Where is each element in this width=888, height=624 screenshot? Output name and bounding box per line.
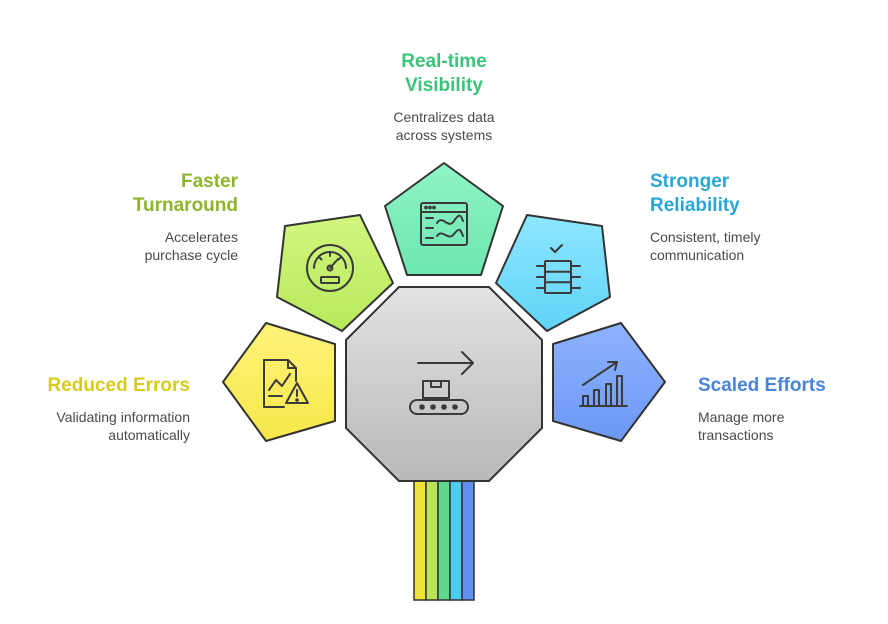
realtime-visibility-desc-line2: across systems: [395, 127, 493, 143]
faster-turnaround-label: Faster Turnaround Accelerates purchase c…: [78, 170, 238, 264]
faster-turnaround-title-line2: Turnaround: [132, 195, 238, 216]
realtime-visibility-title-line1: Real-time: [401, 51, 487, 72]
stripe-lime: [425, 477, 439, 601]
center-octagon: [345, 286, 543, 482]
stronger-reliability-title-line2: Reliability: [650, 195, 740, 216]
stronger-reliability-desc-line2: communication: [650, 247, 745, 263]
realtime-visibility-pentagon: [384, 162, 504, 276]
reduced-errors-label: Reduced Errors Validating information au…: [20, 374, 190, 444]
faster-turnaround-desc-line1: Accelerates: [164, 229, 238, 245]
document-warning-icon: [263, 359, 309, 408]
realtime-visibility-label: Real-time Visibility Centralizes data ac…: [364, 50, 524, 144]
faster-turnaround-desc-line2: purchase cycle: [144, 247, 238, 263]
reduced-errors-desc-line2: automatically: [108, 427, 190, 443]
server-check-icon: [536, 244, 581, 294]
stronger-reliability-pentagon: [495, 214, 611, 332]
scaled-efforts-desc-line1: Manage more: [698, 409, 785, 425]
stripe-blue: [461, 477, 475, 601]
reduced-errors-title: Reduced Errors: [47, 375, 190, 396]
stronger-reliability-desc-line1: Consistent, timely: [650, 229, 761, 245]
stripe-yellow: [413, 477, 427, 601]
conveyor-box-icon: [409, 351, 474, 415]
stem-stripes: [413, 477, 475, 601]
reduced-errors-desc-line1: Validating information: [56, 409, 190, 425]
growth-chart-icon: [579, 361, 628, 407]
scaled-efforts-title: Scaled Efforts: [698, 375, 826, 396]
stronger-reliability-label: Stronger Reliability Consistent, timely …: [650, 170, 850, 264]
faster-turnaround-title-line1: Faster: [180, 171, 238, 192]
stripe-green: [437, 477, 451, 601]
scaled-efforts-pentagon: [552, 322, 666, 442]
scaled-efforts-label: Scaled Efforts Manage more transactions: [698, 374, 868, 444]
monitor-chart-icon: [420, 202, 468, 246]
stronger-reliability-title-line1: Stronger: [650, 171, 730, 192]
faster-turnaround-pentagon: [276, 214, 394, 332]
stripe-cyan: [449, 477, 463, 601]
realtime-visibility-desc-line1: Centralizes data: [393, 109, 495, 125]
scaled-efforts-desc-line2: transactions: [698, 427, 774, 443]
speedometer-icon: [306, 244, 354, 292]
realtime-visibility-title-line2: Visibility: [405, 75, 483, 96]
